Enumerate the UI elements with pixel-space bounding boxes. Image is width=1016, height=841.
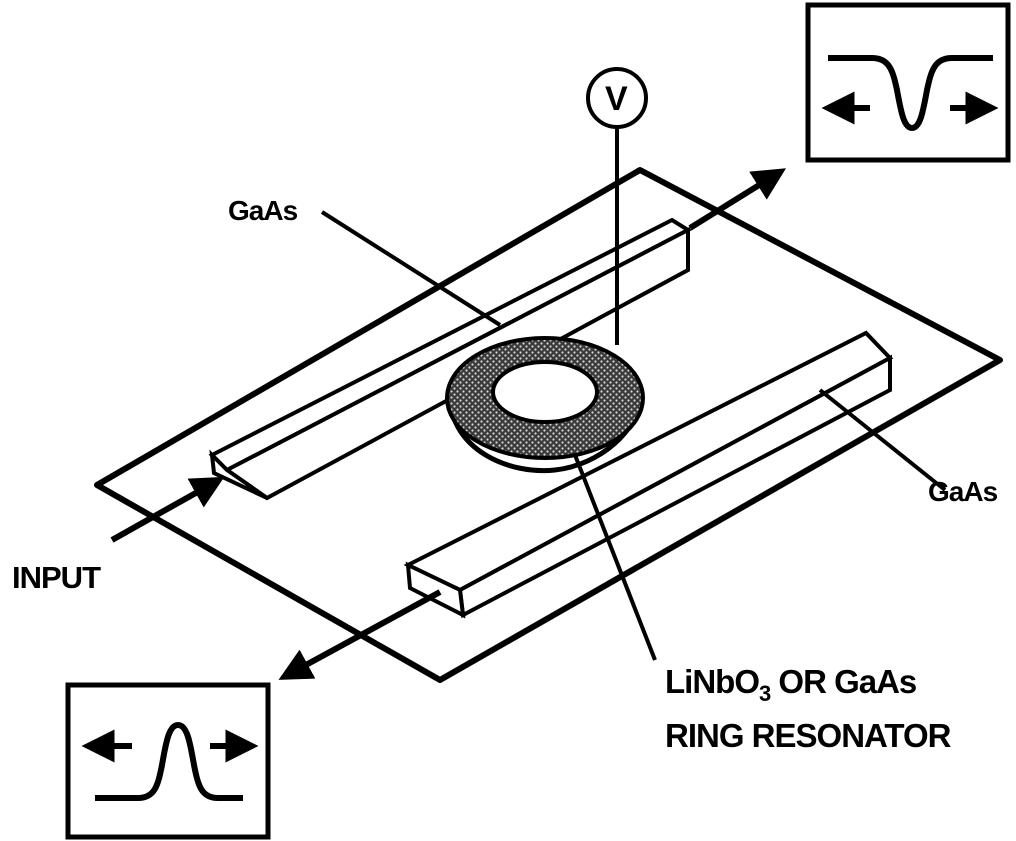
ring-resonator [445,336,645,474]
upper-waveguide [208,217,693,501]
drop-output-arrow [278,589,442,680]
gaas-top-leader [320,210,502,327]
input-label: INPUT [12,560,101,595]
gaas-right-leader [818,388,947,492]
peak-spectrum-icon [65,682,271,840]
throughput-output-arrow [688,168,787,231]
gaas-right-label: GaAs [928,476,998,507]
resonator-leader [573,454,657,661]
resonator-material-subscript: 3 [758,681,771,706]
voltage-source [586,67,648,129]
resonator-material-prefix: LiNbO [665,663,760,700]
gaas-top-label: GaAs [228,195,298,226]
resonator-material-suffix: OR GaAs [770,663,917,700]
input-arrow [110,476,225,543]
ring-inner-hole [491,360,599,424]
notch-dip-spectrum-icon [805,2,1011,163]
resonator-name-label: RING RESONATOR [665,717,951,754]
lower-waveguide [403,330,894,619]
resonator-material-label: LiNbO3 OR GaAs [665,663,917,705]
voltage-label: V [605,80,628,118]
